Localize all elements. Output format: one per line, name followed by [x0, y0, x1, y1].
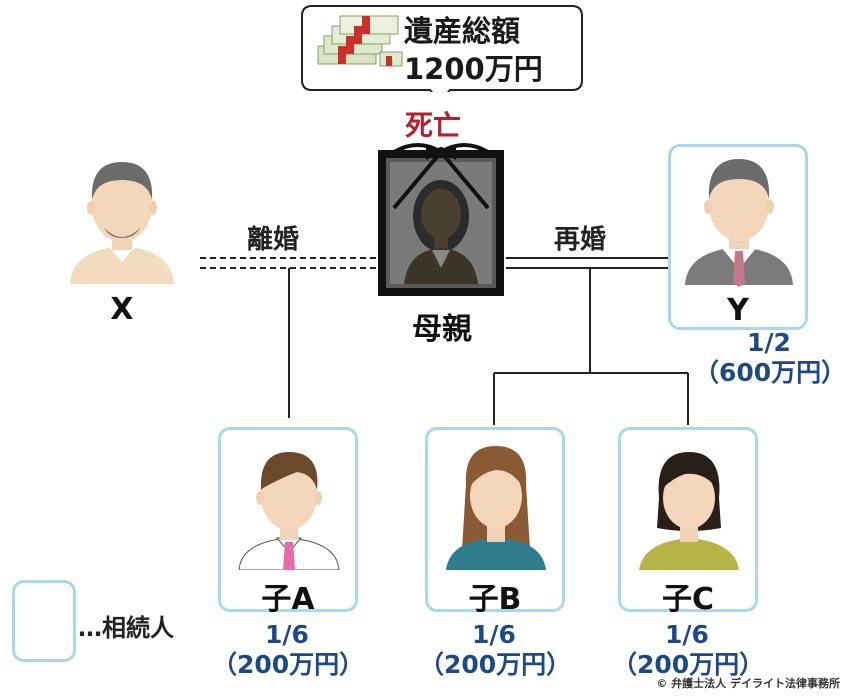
child-c-amount: （200万円）: [612, 650, 765, 679]
estate-bubble: [301, 5, 583, 92]
mourning-ribbon-icon: [392, 143, 490, 210]
person-y-name: Y: [727, 293, 749, 328]
person-y-fraction: 1/2: [747, 328, 791, 357]
remarriage-label: 再婚: [554, 225, 607, 255]
estate-text: 遺産総額 1200万円: [404, 12, 574, 88]
child-b-card: 子B: [425, 427, 565, 617]
child-a-name: 子A: [261, 582, 315, 617]
estate-title: 遺産総額: [404, 14, 521, 48]
person-x-name: X: [110, 292, 134, 327]
legend-text: …相続人: [78, 614, 174, 642]
legend-box: [12, 580, 76, 662]
copyright: © 弁護士法人 デイライト法律事務所: [656, 677, 840, 690]
person-y-share: 1/2 （600万円）: [694, 328, 847, 388]
child-a-card: 子A: [218, 427, 358, 617]
child-b-name: 子B: [468, 582, 522, 617]
child-c-name: 子C: [661, 582, 715, 617]
person-x-avatar: [70, 162, 174, 284]
mother-name: 母親: [412, 312, 472, 347]
child-a-share: 1/6 （200万円）: [212, 620, 365, 680]
mother-portrait: [378, 143, 504, 296]
child-c-card: 子C: [618, 427, 758, 617]
child-b-amount: （200万円）: [419, 650, 572, 679]
child-a-fraction: 1/6: [265, 620, 309, 649]
estate-amount: 1200万円: [404, 52, 543, 86]
person-y-amount: （600万円）: [694, 358, 847, 387]
person-y-card: Y: [668, 144, 808, 330]
child-c-share: 1/6 （200万円）: [612, 620, 765, 680]
child-a-avatar: [238, 452, 340, 570]
child-b-fraction: 1/6: [472, 620, 516, 649]
child-a-amount: （200万円）: [212, 650, 365, 679]
money-stack-icon: [317, 15, 403, 67]
death-label: 死亡: [405, 109, 462, 142]
child-c-fraction: 1/6: [665, 620, 709, 649]
child-b-avatar: [446, 446, 546, 570]
person-y-avatar: [685, 159, 793, 287]
child-c-avatar: [639, 452, 739, 570]
divorce-label: 離婚: [247, 225, 300, 255]
child-b-share: 1/6 （200万円）: [419, 620, 572, 680]
